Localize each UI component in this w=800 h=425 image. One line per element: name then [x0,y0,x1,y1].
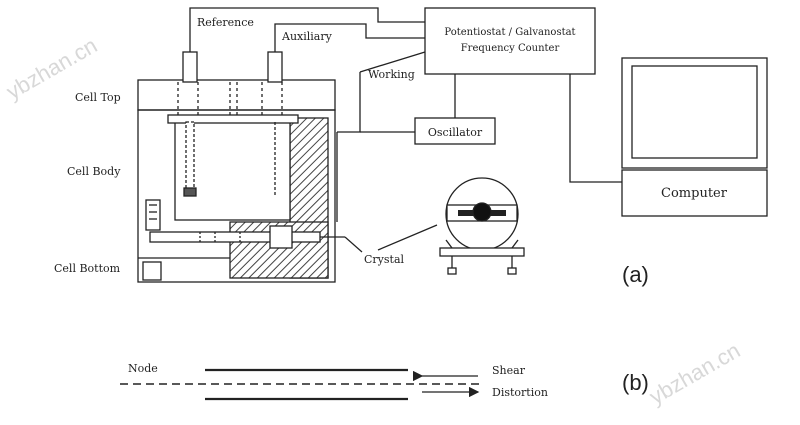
cell-top-label: Cell Top [75,91,121,104]
crystal-label: Crystal [364,253,405,266]
potentiostat-label-line2: Frequency Counter [461,43,560,54]
auxiliary-electrode [267,32,283,195]
oscillator-label: Oscillator [428,126,483,139]
reference-electrode [182,12,198,197]
cell-bottom-hatched [229,221,329,279]
shear-label: Shear [492,364,526,377]
working-label: Working [368,68,415,81]
oscillator-box: Oscillator [414,117,496,145]
cell-body-label: Cell Body [67,165,121,178]
cell-body-outline [137,109,336,283]
potentiostat-label-line1: Potentiostat / Galvanostat [444,27,575,38]
watermark-text-right: ybzhan.cn [645,338,744,410]
cell-bottom-screws [142,199,162,281]
shear-distortion-diagram [120,368,480,401]
computer-label: Computer [661,186,728,201]
computer-icon: Computer [621,57,768,217]
crystal-holder-detail [377,177,525,275]
cell-bottom-label: Cell Bottom [54,262,121,275]
distortion-label: Distortion [492,386,548,399]
connection-wires [189,7,622,222]
panel-a-label: (a) [622,262,649,287]
node-label: Node [128,362,158,375]
panel-b-label: (b) [622,370,649,395]
auxiliary-label: Auxiliary [281,30,333,43]
reference-label: Reference [197,16,254,29]
crystal-leader [344,236,363,253]
electrochemical-cell [137,79,336,283]
crystal-mount [149,225,345,249]
potentiostat-box: Potentiostat / Galvanostat Frequency Cou… [424,7,596,75]
